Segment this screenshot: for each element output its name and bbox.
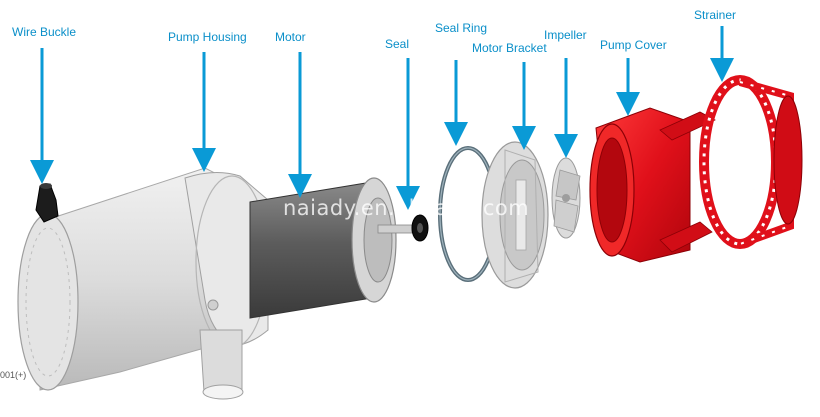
- label-impeller: Impeller: [544, 28, 587, 42]
- label-strainer: Strainer: [694, 8, 737, 22]
- label-pump-cover: Pump Cover: [600, 38, 667, 52]
- seal-part: [411, 214, 429, 242]
- corner-code: 001(+): [0, 370, 27, 380]
- label-motor-bracket: Motor Bracket: [472, 41, 547, 55]
- callout-arrows: [30, 26, 734, 210]
- label-seal-ring: Seal Ring: [435, 21, 488, 35]
- wire-buckle-part: [35, 183, 59, 223]
- impeller-part: [551, 157, 581, 239]
- motor-bracket-part: [481, 141, 549, 289]
- watermark: naiady.en.alibaba.com: [283, 196, 530, 220]
- label-pump-housing: Pump Housing: [168, 30, 247, 44]
- pump-housing-part: [17, 167, 269, 400]
- label-motor: Motor: [275, 30, 306, 44]
- strainer-part: [699, 75, 803, 249]
- motor-part: [249, 177, 413, 319]
- label-seal: Seal: [385, 37, 410, 51]
- label-wire-buckle: Wire Buckle: [12, 25, 77, 39]
- pump-cover-part: [589, 107, 716, 263]
